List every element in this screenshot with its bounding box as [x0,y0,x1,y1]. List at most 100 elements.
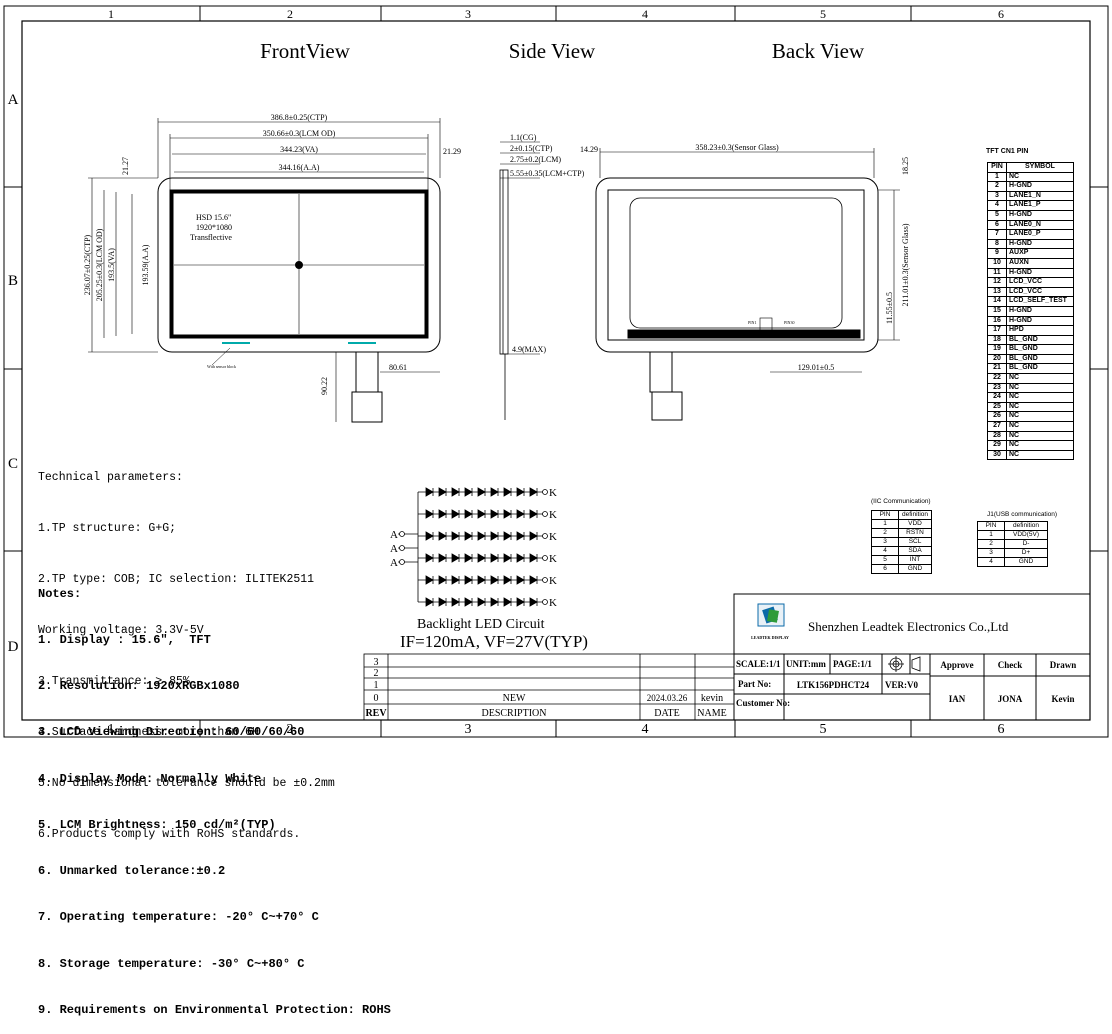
led-diode [464,553,473,563]
tft-pin: 12 [987,277,1007,288]
led-diode [516,531,525,541]
led-diode [503,531,512,541]
row-label-a: A [8,92,19,108]
led-diode [451,597,460,607]
front-view-title: FrontView [260,39,351,63]
tft-pin: 27 [987,421,1007,432]
check-name: JONA [998,694,1023,704]
tft-value: BL_GND [1006,363,1074,375]
tft-pin: 16 [987,315,1007,327]
tft-value: LANE1_N [1006,190,1074,202]
col-label-top-5: 5 [820,7,826,21]
tft-pin: 13 [987,286,1007,298]
iic-header-row: PIN definition [871,510,933,520]
tft-pin: 5 [987,209,1007,221]
led-diode [503,597,512,607]
usb-value: D+ [1004,548,1048,558]
led-anode-node [399,559,405,565]
rev-name-header: NAME [697,708,726,719]
rev-mark-2: 2 [374,668,379,679]
tft-pin: 24 [987,392,1007,403]
tft-value: H-GND [1006,209,1074,221]
leadtek-logo [757,603,785,627]
note-8: 8. Storage temperature: -30° C~+80° C [38,956,305,971]
led-diode [490,509,499,519]
tft-value: NC [1006,421,1074,432]
unit-label: UNIT:mm [786,659,826,669]
dim-aa-width: 344.16(A.A) [279,163,320,172]
led-diode [464,509,473,519]
tft-pin: 7 [987,229,1007,240]
customer-no-label: Customer No: [736,698,790,708]
usb-title: J1(USB communication) [987,511,1058,518]
tft-value: NC [1006,411,1074,423]
col-label-top-4: 4 [642,7,648,21]
led-diode [516,553,525,563]
side-dim-ctp: 2±0.15(CTP) [510,144,553,153]
scale-label: SCALE:1/1 [736,659,781,669]
col-label-top-2: 2 [287,7,293,21]
rev-date-value: 2024.03.26 [647,693,688,703]
iic-value: SDA [897,546,933,556]
led-anode-node [399,545,405,551]
led-diode [477,509,486,519]
col-label-1: 1 [108,722,115,737]
dim-fpc-length: 90.22 [320,377,329,395]
led-cathode-node [542,577,548,583]
version-label: VER:V0 [885,680,918,690]
side-view-drawing [499,141,540,420]
tft-pin: 2 [987,181,1007,192]
approve-header: Approve [940,660,973,670]
led-diode [425,531,434,541]
approve-name: IAN [949,694,966,704]
col-label-top-3: 3 [465,7,471,21]
led-diode [529,553,538,563]
back-dim-sensor-width: 358.23±0.3(Sensor Glass) [695,143,779,152]
led-diode [477,487,486,497]
tft-symbol-header: SYMBOL [1006,162,1074,173]
led-diode [425,575,434,585]
iic-pin: 2 [871,528,899,538]
row-label-b: B [8,273,18,289]
led-cathode-label: K [549,575,557,587]
tft-pin: 23 [987,382,1007,394]
side-view-title: Side View [509,39,596,63]
logo-text: LEADTEK DISPLAY [751,635,789,640]
usb-header-row: PIN definition [977,521,1048,531]
title-block [733,593,1091,721]
led-diode [503,553,512,563]
led-diode [529,597,538,607]
led-diode [425,597,434,607]
iic-pin-header: PIN [871,510,899,520]
back-dim-right: 18.25 [901,157,910,175]
col-label-4: 4 [642,722,649,737]
tft-value: LCD_SELF_TEST [1006,296,1074,307]
led-diode [477,597,486,607]
part-no-value: LTK156PDHCT24 [797,680,870,690]
led-diode [490,597,499,607]
note-6: 6. Unmarked tolerance:±0.2 [38,864,226,879]
led-diode [490,553,499,563]
tft-value: NC [1006,392,1074,403]
led-anode-3: A [390,557,398,569]
tech-line-4: 3.Transmittance: ≥ 85% [38,675,190,688]
tft-value: AUXN [1006,257,1074,269]
